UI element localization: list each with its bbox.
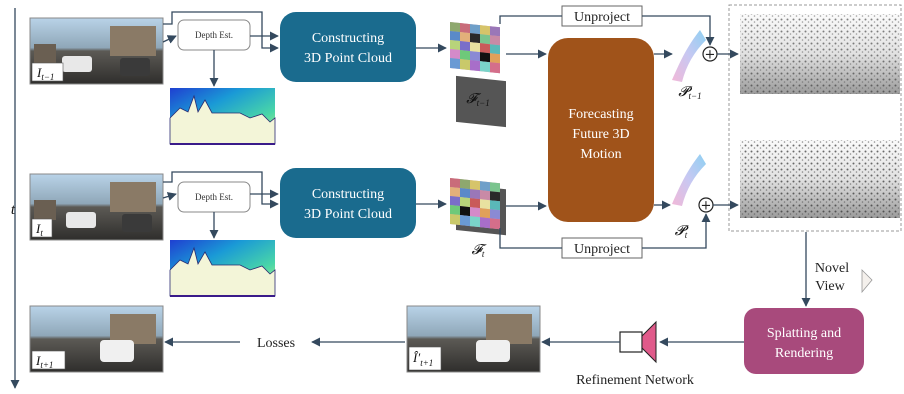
splat-line2: Rendering (775, 346, 833, 361)
forecast-line2: Future 3D (572, 127, 629, 142)
point-cloud-cone-curr (672, 154, 706, 206)
svg-text:𝓕t: 𝓕t (472, 243, 487, 259)
input-frame-prev: It−1 (29, 17, 164, 85)
novel-view-line1: Novel (815, 261, 849, 276)
construct-box-prev: Constructing 3D Point Cloud (280, 12, 416, 82)
losses-label: Losses (257, 336, 295, 351)
svg-text:It+1: It+1 (35, 353, 53, 370)
frame-prev-base: I (36, 65, 42, 80)
point-cloud-panel (728, 4, 902, 232)
svg-text:It: It (35, 221, 43, 238)
refinement-network-icon (619, 320, 657, 364)
frame-prev-sub: t−1 (41, 72, 54, 82)
target-frame-next: It+1 (29, 305, 164, 373)
feature-prev-sub: t−1 (477, 98, 490, 108)
pred-sub: t+1 (420, 358, 433, 368)
construct-label-curr-line1: Constructing (312, 187, 384, 202)
plus-prev-symbol: + (705, 48, 716, 63)
points-prev-sub: t−1 (689, 91, 702, 101)
feature-grid-prev (450, 22, 506, 128)
refinement-label: Refinement Network (576, 373, 694, 388)
camera-icon (861, 269, 873, 294)
splat-box: Splatting and Rendering (744, 308, 864, 374)
depth-map-prev (169, 88, 276, 145)
frame-curr-base: I (35, 221, 41, 236)
splat-line1: Splatting and (767, 326, 841, 341)
point-cloud-cone-prev (672, 30, 706, 82)
predicted-frame: Î′t+1 (406, 305, 541, 373)
svg-text:𝓟t: 𝓟t (675, 224, 689, 240)
construct-label-prev-line2: 3D Point Cloud (304, 51, 392, 66)
svg-text:It−1: It−1 (36, 65, 54, 82)
depth-map-curr (169, 240, 276, 297)
unproject-box-prev: Unproject (561, 5, 643, 27)
points-curr-sub: t (685, 230, 688, 240)
svg-text:Î′t+1: Î′t+1 (412, 350, 433, 368)
construct-label-curr-line2: 3D Point Cloud (304, 207, 392, 222)
depth-est-label-curr: Depth Est. (195, 192, 233, 202)
arrows (162, 11, 811, 347)
pred-base: Î′ (412, 350, 420, 365)
plus-curr-symbol: + (701, 199, 712, 214)
forecast-box: Forecasting Future 3D Motion (548, 38, 654, 222)
input-frame-curr: It (29, 173, 164, 241)
construct-box-curr: Constructing 3D Point Cloud (280, 168, 416, 238)
plus-node-prev: + (702, 46, 718, 63)
unproject-box-curr: Unproject (561, 237, 643, 259)
feature-grid-curr (450, 178, 506, 236)
svg-text:𝓟t−1: 𝓟t−1 (678, 85, 701, 101)
forecast-line3: Motion (580, 147, 621, 162)
novel-view-line2: View (815, 279, 845, 294)
depth-est-box-prev: Depth Est. (177, 19, 251, 51)
frame-next-sub: t+1 (40, 360, 53, 370)
time-label: t (11, 202, 16, 218)
depth-est-label-prev: Depth Est. (195, 30, 233, 40)
frame-next-base: I (35, 353, 41, 368)
unproject-label-prev: Unproject (574, 10, 630, 25)
plus-node-curr: + (698, 197, 714, 214)
construct-label-prev-line1: Constructing (312, 31, 384, 46)
unproject-label-curr: Unproject (574, 242, 630, 257)
feature-curr-sub: t (482, 249, 485, 259)
depth-est-box-curr: Depth Est. (177, 181, 251, 213)
forecast-line1: Forecasting (568, 107, 633, 122)
frame-curr-sub: t (40, 228, 43, 238)
